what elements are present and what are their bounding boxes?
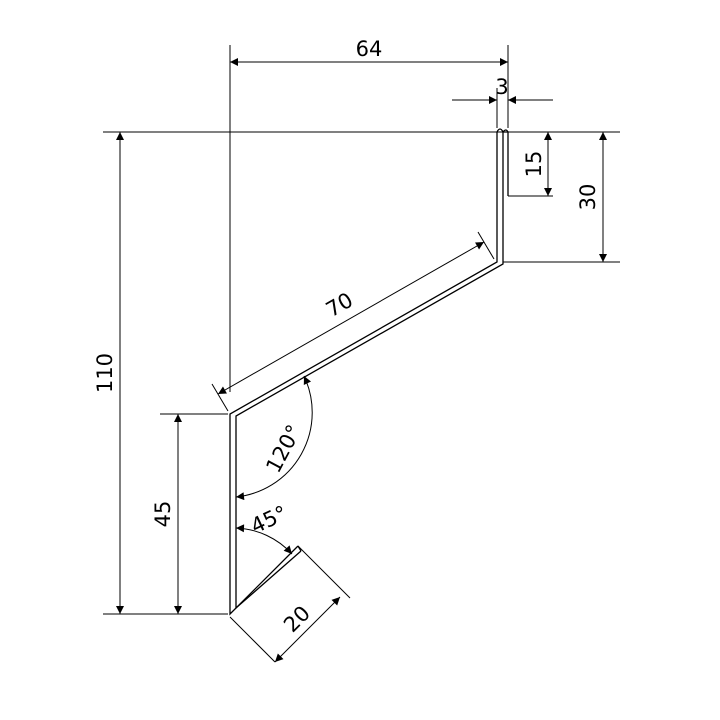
label-top-drop: 30 (576, 184, 600, 211)
label-total-height: 110 (93, 353, 117, 393)
dimension-lines (116, 58, 607, 663)
label-front-angle: 120° (261, 421, 306, 477)
angle-arc-drip (235, 524, 293, 555)
label-fold-gap: 3 (495, 75, 508, 99)
label-hem-length: 15 (522, 151, 546, 178)
label-drip-length: 20 (279, 601, 315, 637)
profile-outline (229, 128, 509, 616)
angle-arc-front (235, 375, 313, 501)
extension-lines (103, 45, 620, 663)
dim-line-slope-length (217, 241, 485, 395)
label-front-height: 45 (151, 501, 175, 528)
dimension-labels: 64 3 15 30 70 110 45 20 120° 45° (93, 37, 600, 637)
label-drip-angle: 45° (247, 501, 291, 538)
label-slope-length: 70 (322, 288, 357, 322)
dim-line-drip-length (274, 596, 341, 663)
label-width-top: 64 (356, 37, 383, 61)
